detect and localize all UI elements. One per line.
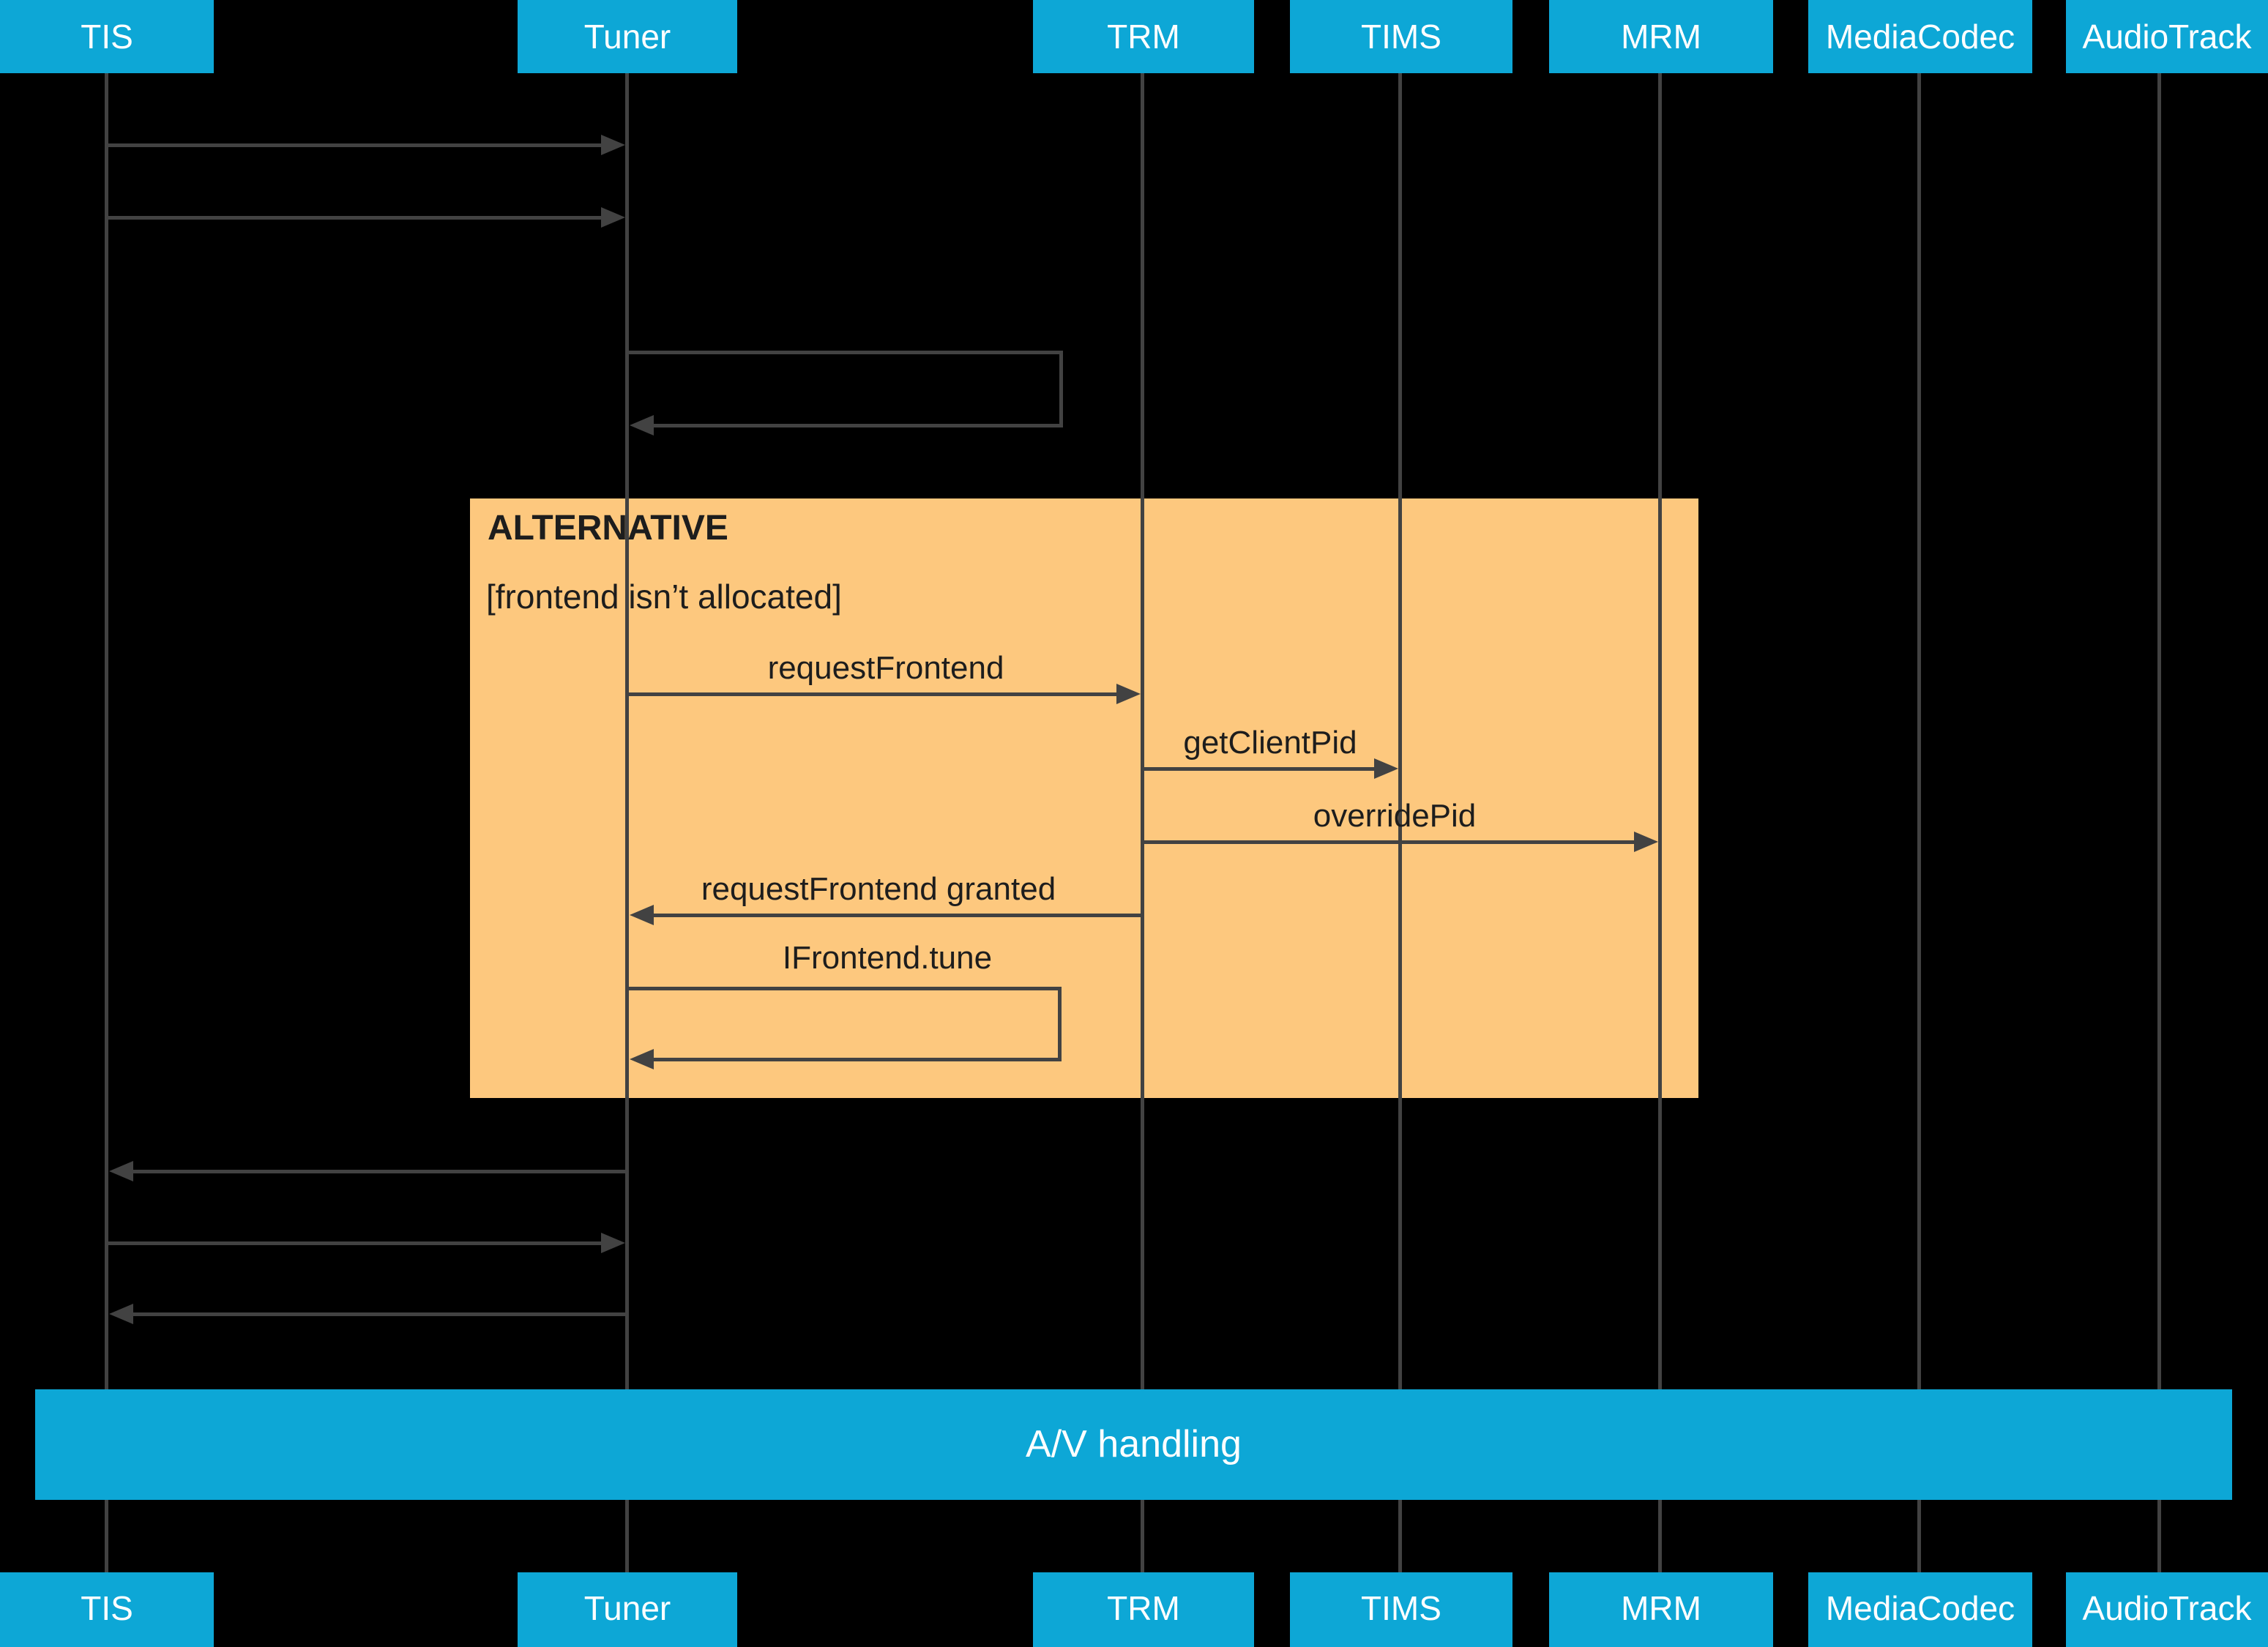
actor-bottom-tis: TIS [0,1572,214,1647]
actor-bottom-trm: TRM [1033,1572,1254,1647]
arrowhead-right-icon [601,1233,625,1253]
actor-top-mrm: MRM [1549,0,1773,73]
actor-bottom-tuner: Tuner [518,1572,737,1647]
actor-top-tis: TIS [0,0,214,73]
lifeline-tis [105,73,108,1572]
self-line-right [1058,987,1062,1061]
lifeline-mediacodec [1917,73,1921,1572]
lifeline-mrm [1658,73,1662,1572]
message-label: requestFrontend [767,650,1004,686]
av-handling-band: A/V handling [35,1389,2232,1500]
message-label: IFrontend.tune [782,940,993,976]
actor-top-trm: TRM [1033,0,1254,73]
actor-top-audiotrack: AudioTrack [2066,0,2268,73]
arrow-line [133,1312,627,1316]
self-line-bottom [654,424,1063,427]
arrowhead-left-icon [630,905,654,925]
arrowhead-right-icon [1634,832,1658,852]
self-line-top [627,987,1062,990]
message-label: requestFrontend granted [701,871,1056,907]
arrow-line [1144,840,1637,844]
arrow-line [654,914,1143,917]
alt-fragment-guard: [frontend isn’t allocated] [486,578,842,616]
arrow-line [1144,767,1377,771]
arrow-line [108,1241,602,1245]
arrowhead-right-icon [1374,758,1398,779]
arrow-line [108,143,603,147]
arrowhead-left-icon [630,1049,654,1069]
arrowhead-left-icon [109,1161,133,1181]
arrowhead-right-icon [1116,684,1141,704]
self-line-right [1059,351,1063,427]
message-label: overridePid [1313,798,1477,834]
arrow-line [108,216,603,220]
lifeline-tuner [625,73,629,1572]
arrowhead-left-icon [630,415,654,436]
arrowhead-left-icon [109,1304,133,1324]
actor-bottom-mrm: MRM [1549,1572,1773,1647]
lifeline-trm [1141,73,1144,1572]
arrowhead-right-icon [601,135,625,155]
actor-top-tims: TIMS [1290,0,1512,73]
self-line-top [627,351,1063,354]
actor-bottom-mediacodec: MediaCodec [1808,1572,2032,1647]
alt-fragment-title: ALTERNATIVE [488,509,728,548]
actor-top-mediacodec: MediaCodec [1808,0,2032,73]
actor-bottom-audiotrack: AudioTrack [2066,1572,2268,1647]
alt-fragment-box [470,498,1698,1098]
lifeline-audiotrack [2157,73,2161,1572]
actor-bottom-tims: TIMS [1290,1572,1512,1647]
arrow-line [629,692,1119,696]
arrowhead-right-icon [601,207,625,228]
arrow-line [133,1170,627,1173]
actor-top-tuner: Tuner [518,0,737,73]
self-line-bottom [654,1058,1062,1061]
lifeline-tims [1398,73,1402,1572]
message-label: getClientPid [1183,725,1357,761]
